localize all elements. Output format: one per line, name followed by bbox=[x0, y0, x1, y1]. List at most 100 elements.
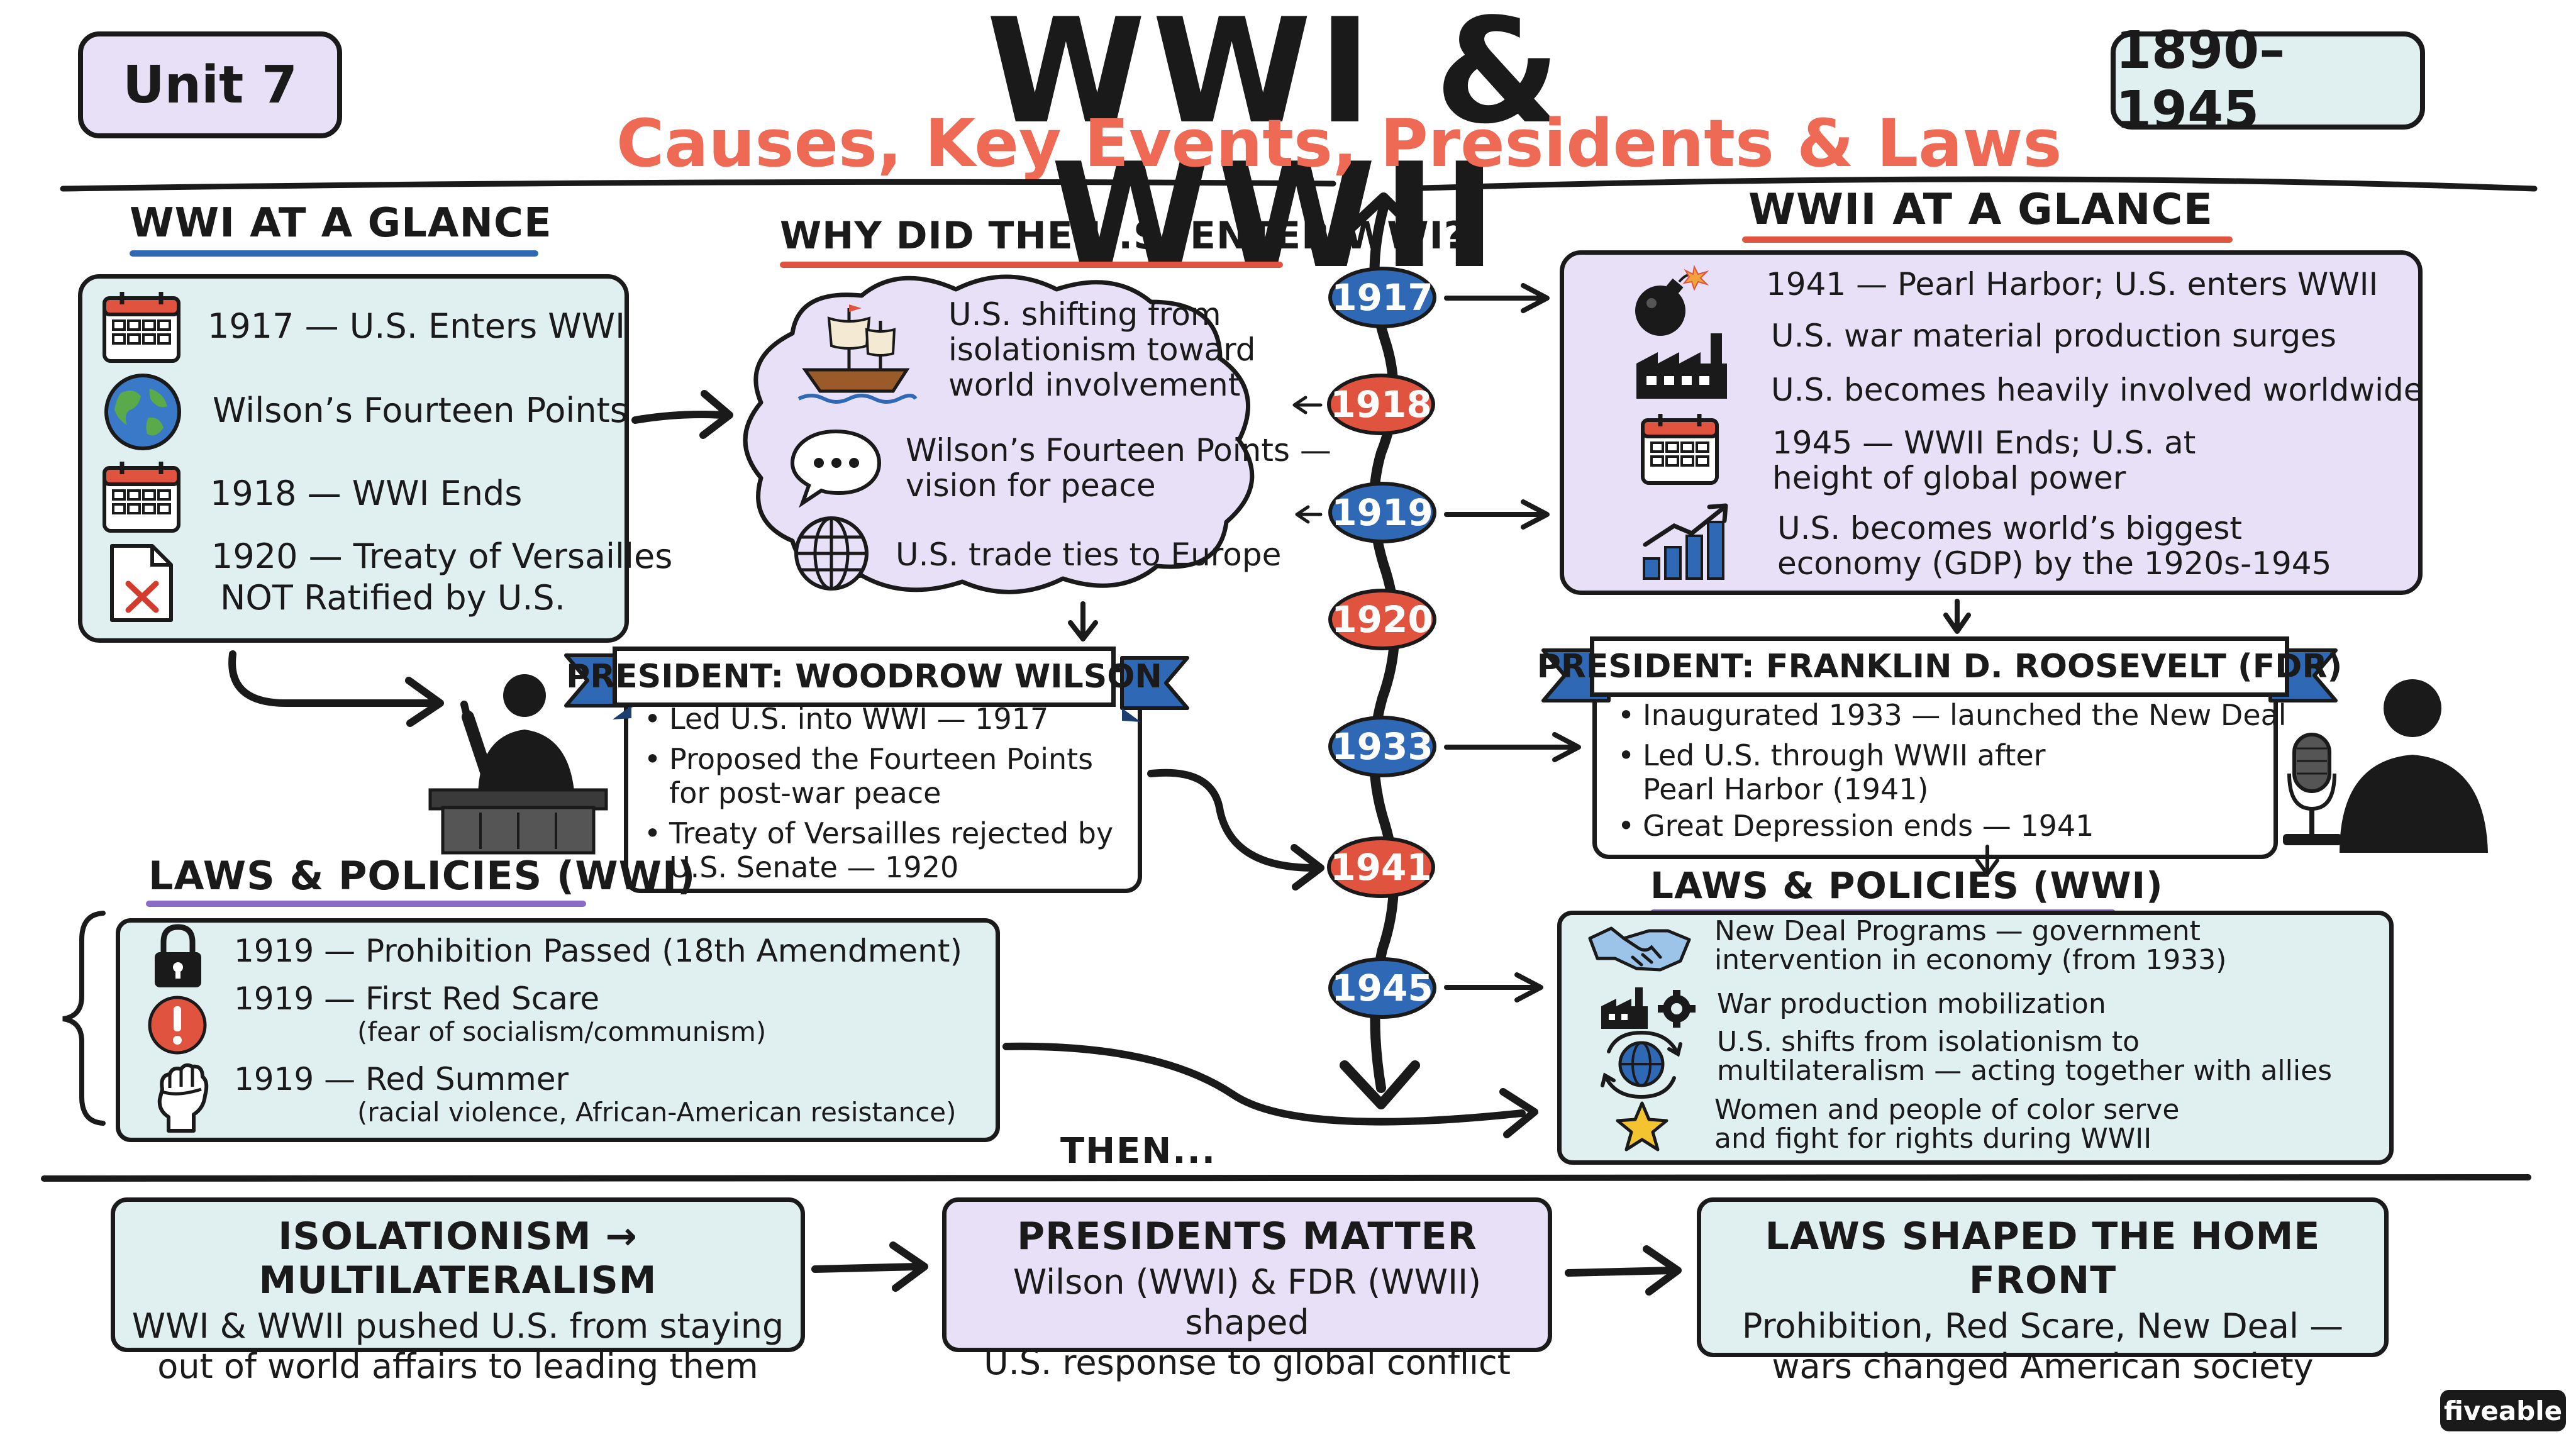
rejected-document-icon bbox=[110, 544, 173, 622]
item-line: intervention in economy (from 1933) bbox=[1714, 944, 2227, 976]
wwii-glance-item: 1945 — WWII Ends; U.S. at height of glob… bbox=[1772, 425, 2196, 496]
item-line: multilateralism — acting together with a… bbox=[1717, 1055, 2333, 1087]
wwii-glance-item: U.S. war material production surges bbox=[1771, 318, 2336, 354]
why-enter-item: Wilson’s Fourteen Points — vision for pe… bbox=[906, 433, 1331, 503]
wwii-glance-item: 1941 — Pearl Harbor; U.S. enters WWII bbox=[1766, 266, 2379, 303]
globe-arrows-icon bbox=[1601, 1030, 1682, 1099]
calendar-icon bbox=[1641, 414, 1719, 485]
item-note: (racial violence, African-American resis… bbox=[357, 1097, 957, 1128]
header-divider bbox=[60, 176, 2538, 192]
item-line: economy (GDP) by the 1920s-1945 bbox=[1777, 545, 2332, 582]
wwii-glance-underline bbox=[1742, 236, 2233, 243]
laws-wwii-item: New Deal Programs — government intervent… bbox=[1714, 917, 2226, 975]
wwi-glance-heading: WWI AT A GLANCE bbox=[130, 200, 552, 247]
laws-wwii-item: War production mobilization bbox=[1717, 988, 2106, 1020]
why-enter-item: U.S. shifting from isolationism toward w… bbox=[948, 297, 1256, 402]
bullet-item: Inaugurated 1933 — launched the New Deal bbox=[1615, 698, 2287, 732]
then-label: THEN... bbox=[1060, 1131, 1217, 1172]
item-line: NOT Ratified by U.S. bbox=[220, 578, 565, 618]
wilson-silhouette-icon bbox=[428, 674, 608, 855]
padlock-icon bbox=[155, 924, 201, 987]
timeline-year-1945: 1945 bbox=[1328, 957, 1436, 1019]
laws-wwi-item: 1919 — Prohibition Passed (18th Amendmen… bbox=[234, 933, 962, 969]
summary-line: out of world affairs to leading them bbox=[157, 1346, 758, 1386]
wwi-glance-item: 1917 — U.S. Enters WWI bbox=[208, 306, 626, 346]
laws-wwi-item: 1919 — First Red Scare (fear of socialis… bbox=[234, 981, 766, 1048]
summary-title: LAWS SHAPED THE HOME FRONT bbox=[1765, 1214, 2321, 1302]
bullet-item: Treaty of Versailles rejected byU.S. Sen… bbox=[641, 816, 1113, 884]
laws-wwii-box bbox=[1557, 911, 2394, 1165]
wwi-glance-underline bbox=[130, 250, 538, 257]
growth-chart-icon bbox=[1643, 503, 1728, 580]
wilson-bullets: Led U.S. into WWI — 1917 Proposed the Fo… bbox=[641, 702, 1113, 884]
timeline-year-1920: 1920 bbox=[1328, 589, 1436, 650]
summary-line: Prohibition, Red Scare, New Deal — bbox=[1741, 1306, 2344, 1346]
timeline-year-1941: 1941 bbox=[1327, 836, 1435, 898]
why-enter-underline bbox=[780, 262, 1283, 268]
factory-gear-icon bbox=[1601, 987, 1696, 1029]
item-line: isolationism toward bbox=[948, 331, 1256, 368]
item-line: U.S. shifting from bbox=[948, 296, 1221, 333]
summary-title: ISOLATIONISM → MULTILATERALISM bbox=[258, 1214, 657, 1302]
item-note: (fear of socialism/communism) bbox=[357, 1016, 767, 1047]
item-line: U.S. shifts from isolationism to bbox=[1717, 1026, 2140, 1058]
timeline-year-1919: 1919 bbox=[1328, 482, 1436, 543]
wireframe-globe-icon bbox=[794, 516, 869, 591]
item-line: New Deal Programs — government bbox=[1714, 915, 2201, 947]
handshake-icon bbox=[1588, 926, 1691, 972]
bottom-divider bbox=[41, 1173, 2531, 1182]
fdr-label: PRESIDENT: FRANKLIN D. ROOSEVELT (FDR) bbox=[1537, 636, 2342, 697]
wwii-glance-item: U.S. becomes world’s biggest economy (GD… bbox=[1777, 511, 2331, 581]
wwi-glance-item: 1920 — Treaty of Versailles NOT Ratified… bbox=[211, 536, 672, 619]
brand-badge: fiveable bbox=[2440, 1390, 2566, 1431]
item-line: world involvement bbox=[948, 367, 1241, 403]
globe-icon bbox=[104, 374, 181, 450]
laws-wwi-box bbox=[116, 918, 1000, 1142]
summary-line: Wilson (WWI) & FDR (WWII) shaped bbox=[1013, 1262, 1482, 1342]
laws-wwii-item: U.S. shifts from isolationism to multila… bbox=[1717, 1028, 2332, 1085]
wilson-label: PRESIDENT: WOODROW WILSON bbox=[566, 647, 1162, 707]
laws-wwi-heading: LAWS & POLICIES (WWI) bbox=[148, 853, 696, 899]
bullet-item: Led U.S. into WWI — 1917 bbox=[641, 702, 1113, 736]
bullet-item: Great Depression ends — 1941 bbox=[1615, 809, 2287, 843]
item-line: height of global power bbox=[1772, 460, 2126, 496]
summary-line: U.S. response to global conflict bbox=[984, 1343, 1511, 1382]
laws-wwi-brace bbox=[62, 911, 106, 1126]
item-line: Wilson’s Fourteen Points — bbox=[906, 432, 1331, 469]
item-line: U.S. becomes world’s biggest bbox=[1777, 510, 2243, 547]
summary-title: PRESIDENTS MATTER bbox=[1017, 1214, 1477, 1258]
summary-line: wars changed American society bbox=[1772, 1346, 2314, 1386]
item-line: vision for peace bbox=[906, 467, 1156, 504]
bomb-icon bbox=[1635, 264, 1709, 336]
laws-wwii-item: Women and people of color serve and figh… bbox=[1714, 1096, 2179, 1153]
page-subtitle: Causes, Key Events, Presidents & Laws bbox=[616, 105, 2062, 182]
star-icon bbox=[1616, 1101, 1668, 1152]
item-line: 1919 — First Red Scare bbox=[234, 980, 600, 1017]
summary-line: WWI & WWII pushed U.S. from staying bbox=[131, 1306, 784, 1346]
fdr-bullets: Inaugurated 1933 — launched the New Deal… bbox=[1615, 698, 2287, 843]
summary-box-laws: LAWS SHAPED THE HOME FRONT Prohibition, … bbox=[1697, 1197, 2389, 1386]
brand-name: fiveable bbox=[2443, 1395, 2563, 1426]
item-line: and fight for rights during WWII bbox=[1714, 1123, 2152, 1155]
alert-icon bbox=[148, 996, 207, 1055]
wwii-glance-heading: WWII AT A GLANCE bbox=[1748, 185, 2214, 235]
laws-wwi-underline bbox=[146, 901, 586, 907]
wwii-glance-box bbox=[1560, 250, 2423, 595]
item-line: 1920 — Treaty of Versailles bbox=[211, 536, 673, 576]
laws-wwi-item: 1919 — Red Summer (racial violence, Afri… bbox=[234, 1062, 957, 1128]
wwi-glance-item: 1918 — WWI Ends bbox=[210, 474, 523, 513]
why-enter-item: U.S. trade ties to Europe bbox=[896, 536, 1282, 573]
calendar-icon bbox=[103, 462, 180, 533]
wwii-glance-item: U.S. becomes heavily involved worldwide bbox=[1771, 372, 2423, 408]
fdr-silhouette-icon bbox=[2283, 679, 2488, 853]
factory-icon bbox=[1636, 333, 1727, 399]
raised-fist-icon bbox=[157, 1063, 209, 1133]
timeline-year-1918: 1918 bbox=[1327, 374, 1435, 435]
timeline-year-1917: 1917 bbox=[1328, 267, 1436, 328]
item-line: 1919 — Red Summer bbox=[234, 1061, 569, 1097]
calendar-icon bbox=[103, 292, 180, 363]
ship-icon bbox=[797, 304, 918, 404]
